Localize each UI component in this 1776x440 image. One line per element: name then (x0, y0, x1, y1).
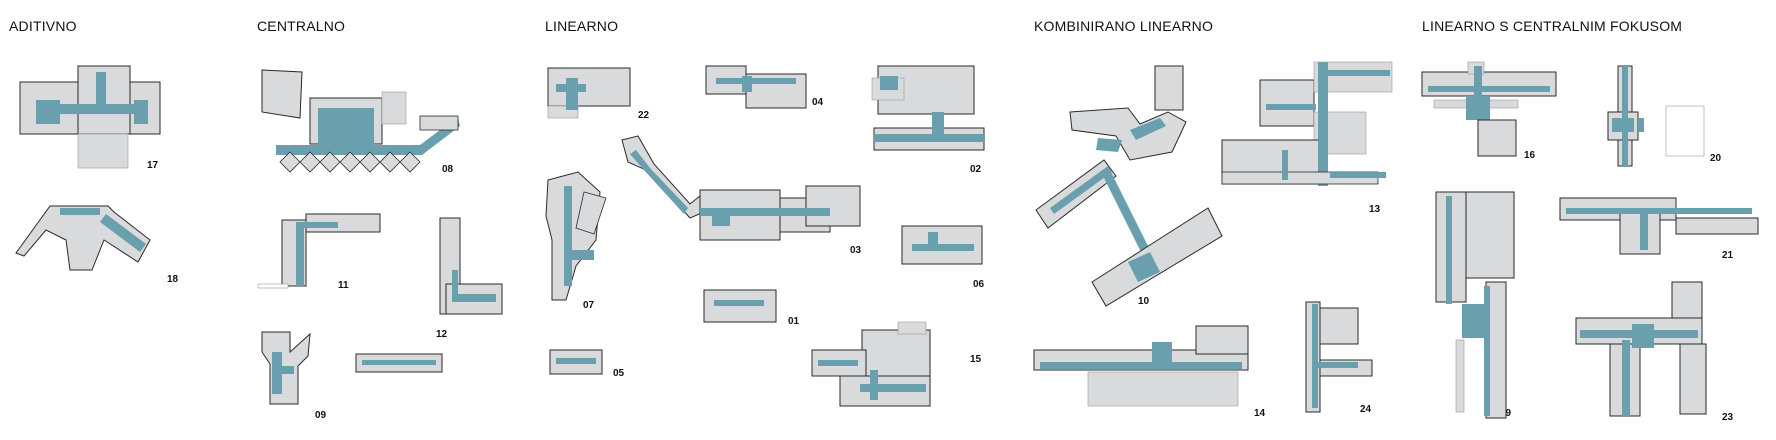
plan-number-22: 22 (638, 110, 650, 121)
plan-number-14: 14 (1254, 408, 1266, 419)
floor-plan-04 (705, 65, 807, 109)
plan-number-20: 20 (1710, 153, 1722, 164)
floor-plan-21 (1559, 197, 1759, 255)
plan-number-08: 08 (442, 164, 454, 175)
floor-plan-22 (547, 67, 631, 119)
floor-plan-20 (1607, 65, 1705, 167)
plan-number-23: 23 (1722, 412, 1734, 423)
floor-plan-06 (901, 225, 983, 265)
category-title-linearno: LINEARNO (545, 18, 619, 34)
plan-number-13: 13 (1369, 204, 1381, 215)
floor-plan-13 (1221, 61, 1393, 186)
plan-number-07: 07 (583, 300, 595, 311)
plan-number-16: 16 (1524, 150, 1536, 161)
floor-plan-02 (871, 65, 985, 151)
floor-plan-05 (549, 349, 603, 375)
plan-number-01: 01 (788, 316, 800, 327)
category-title-aditivno: ADITIVNO (9, 18, 77, 34)
floor-plan-08 (261, 69, 460, 173)
plan-number-04: 04 (812, 97, 824, 108)
floor-plan-03 (621, 135, 861, 241)
floor-plan-18 (15, 205, 151, 271)
plan-number-17: 17 (147, 160, 159, 171)
floor-plan-14 (1033, 325, 1249, 407)
floor-plan-19 (1435, 191, 1515, 419)
floor-plan-07 (545, 171, 607, 301)
category-title-linearno-s-centralnim-fokusom: LINEARNO S CENTRALNIM FOKUSOM (1422, 18, 1683, 34)
plan-number-05: 05 (613, 368, 625, 379)
floor-plan-10 (1035, 65, 1223, 307)
plan-number-03: 03 (850, 245, 862, 256)
floor-plan-15 (811, 321, 931, 407)
plan-number-11: 11 (338, 280, 349, 291)
floor-plan-23 (1575, 281, 1707, 417)
floor-plan-24 (1305, 301, 1373, 413)
plan-number-06: 06 (973, 279, 985, 290)
floor-plan-09 (261, 331, 443, 405)
floor-plan-11 (257, 213, 381, 289)
plan-number-02: 02 (970, 164, 982, 175)
plan-number-12: 12 (436, 329, 448, 340)
plan-number-24: 24 (1360, 404, 1372, 415)
floor-plan-16 (1421, 61, 1557, 157)
plan-number-18: 18 (167, 274, 179, 285)
category-title-kombinirano-linearno: KOMBINIRANO LINEARNO (1034, 18, 1214, 34)
floor-plan-17 (19, 65, 161, 169)
plan-number-21: 21 (1722, 250, 1734, 261)
floor-plan-01 (703, 289, 777, 323)
plan-number-15: 15 (970, 354, 982, 365)
category-title-centralno: CENTRALNO (257, 18, 346, 34)
floor-plan-12 (439, 217, 503, 315)
plan-number-10: 10 (1138, 296, 1150, 307)
plan-number-09: 09 (315, 410, 327, 421)
